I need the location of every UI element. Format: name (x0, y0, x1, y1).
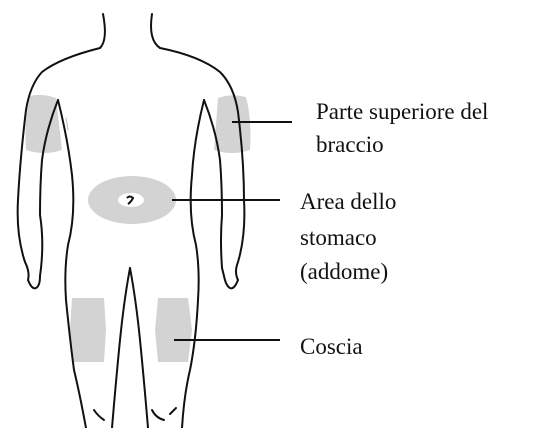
zone-upper-arm-right (214, 95, 251, 153)
label-upper-arm-line1: Parte superiore del (316, 96, 488, 128)
torso-left (58, 100, 86, 428)
zone-thigh-left (70, 298, 106, 362)
knee-right-mark (152, 410, 164, 420)
inner-leg-left (112, 268, 130, 428)
label-upper-arm-line2: braccio (316, 129, 384, 161)
elbow-left-mark (66, 118, 68, 130)
torso-right (182, 100, 204, 428)
leader-lines (172, 122, 292, 340)
inner-leg-right (130, 268, 148, 428)
left-hand (28, 268, 41, 288)
label-thigh: Coscia (300, 331, 363, 363)
neck-right (151, 14, 160, 48)
right-arm-outer (160, 48, 244, 280)
knee-left-mark (94, 410, 104, 420)
neck-left (100, 14, 105, 48)
label-abdomen-line3: (addome) (300, 256, 388, 288)
zone-thigh-right (155, 298, 192, 362)
left-arm-outer (18, 48, 100, 280)
label-abdomen-line2: stomaco (300, 222, 377, 254)
label-abdomen-line1: Area dello (300, 186, 396, 218)
knee-right-tick (170, 408, 176, 414)
